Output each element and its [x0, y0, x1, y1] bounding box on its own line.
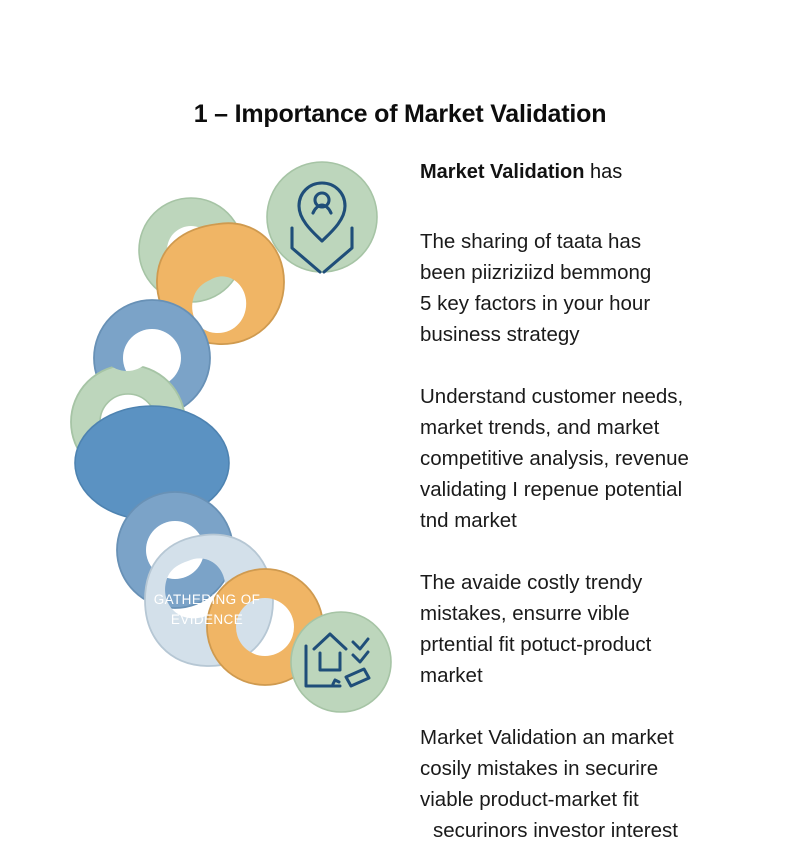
- paragraph-3-line-1: The avaide costly trendy: [420, 571, 643, 594]
- lead-rest-text: has: [584, 161, 623, 183]
- paragraph-1-line-4: business strategy: [420, 323, 580, 346]
- paragraph-2-line-1: Understand customer needs,: [420, 385, 684, 408]
- paragraph-4: Market Validation an market cosily mista…: [420, 722, 750, 846]
- paragraph-2-line-2: market trends, and market: [420, 416, 660, 439]
- paragraph-2-line-5: tnd market: [420, 509, 517, 532]
- paragraph-3: The avaide costly trendy mistakes, ensur…: [420, 567, 750, 691]
- node-top-icon-circle: [266, 161, 378, 274]
- paragraph-1-line-2: been piizriziizd bemmong: [420, 261, 652, 284]
- body-text-column: Market Validation has The sharing of taa…: [420, 158, 750, 846]
- page-title: 1 – Importance of Market Validation: [193, 100, 607, 128]
- paragraph-4-line-4: securinors investor interest: [433, 819, 678, 842]
- paragraph-2-line-4: validating I repenue potential: [420, 478, 683, 501]
- paragraph-1: The sharing of taata has been piizriziiz…: [420, 226, 750, 350]
- paragraph-3-line-3: prtential fit potuct-product: [420, 633, 652, 656]
- chain-of-rings-diagram: GATHERING OF EVIDENCE: [55, 150, 405, 740]
- slide-canvas: 1 – Importance of Market Validation: [55, 100, 689, 842]
- paragraph-3-line-4: market: [420, 664, 483, 687]
- lead-bold-text: Market Validation: [420, 161, 585, 183]
- paragraph-1-line-3: 5 key factors in your hour: [420, 292, 651, 315]
- paragraph-4-line-2: cosily mistakes in securire: [420, 757, 659, 780]
- lead-statement: Market Validation has: [420, 158, 750, 186]
- node-bottom-icon-circle: [290, 611, 392, 713]
- paragraph-2-line-3: competitive analysis, revenue: [420, 447, 689, 470]
- paragraph-1-line-1: The sharing of taata has: [420, 230, 642, 253]
- paragraph-2: Understand customer needs, market trends…: [420, 381, 750, 536]
- location-pin-person-icon: [290, 181, 354, 274]
- paragraph-4-line-1: Market Validation an market: [420, 726, 674, 749]
- paragraph-3-line-2: mistakes, ensurre vible: [420, 602, 630, 625]
- house-checklist-icon: [304, 632, 371, 688]
